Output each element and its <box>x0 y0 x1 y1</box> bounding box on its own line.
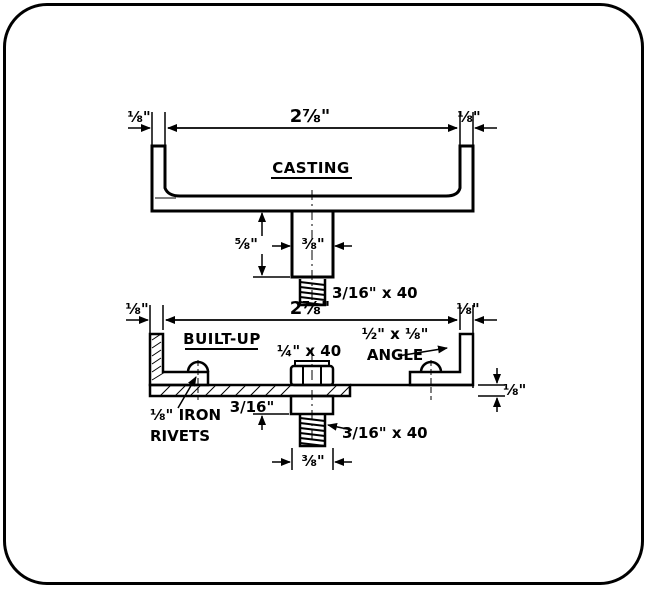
built-up-stem-width-label: ⅜" <box>301 452 324 470</box>
casting-screw-label: 3/16" x 40 <box>332 284 418 302</box>
bolt-offset-label: 3/16" <box>230 398 275 416</box>
built-up-left-flange-label: ⅛" <box>125 300 148 318</box>
plate-thickness-label: ⅛" <box>503 381 526 399</box>
casting-right-flange-label: ⅛" <box>457 108 480 126</box>
casting-stem-width-label: ⅜" <box>301 235 324 253</box>
rivet-label-line1: ⅛" IRON <box>150 406 221 424</box>
bolt-size-label: ¼" x 40 <box>277 342 341 360</box>
built-up-right-flange-label: ⅛" <box>456 300 479 318</box>
casting-stem-height-label: ⅝" <box>235 235 258 253</box>
built-up-width-label: 2⅞" <box>290 298 331 319</box>
built-up-screw-thread <box>298 414 327 448</box>
angle-size-label: ½" x ⅛" <box>362 325 429 343</box>
built-up-view: 2⅞" ⅛" ⅛" BUILT-UP ¼" x 40 ½" x ⅛" ANGLE… <box>125 298 526 470</box>
built-up-title: BUILT-UP <box>183 330 261 348</box>
casting-width-label: 2⅞" <box>290 106 331 127</box>
casting-screw-thread <box>298 279 327 307</box>
casting-profile <box>150 144 475 213</box>
built-up-screw-label: 3/16" x 40 <box>342 424 428 442</box>
rivet-label-line2: RIVETS <box>150 427 210 445</box>
angle-label: ANGLE <box>367 346 423 364</box>
casting-left-flange-label: ⅛" <box>127 108 150 126</box>
casting-view: 2⅞" ⅛" ⅛" CASTING ⅝" ⅜" 3/16" x 40 <box>127 106 497 307</box>
casting-title: CASTING <box>272 159 350 177</box>
